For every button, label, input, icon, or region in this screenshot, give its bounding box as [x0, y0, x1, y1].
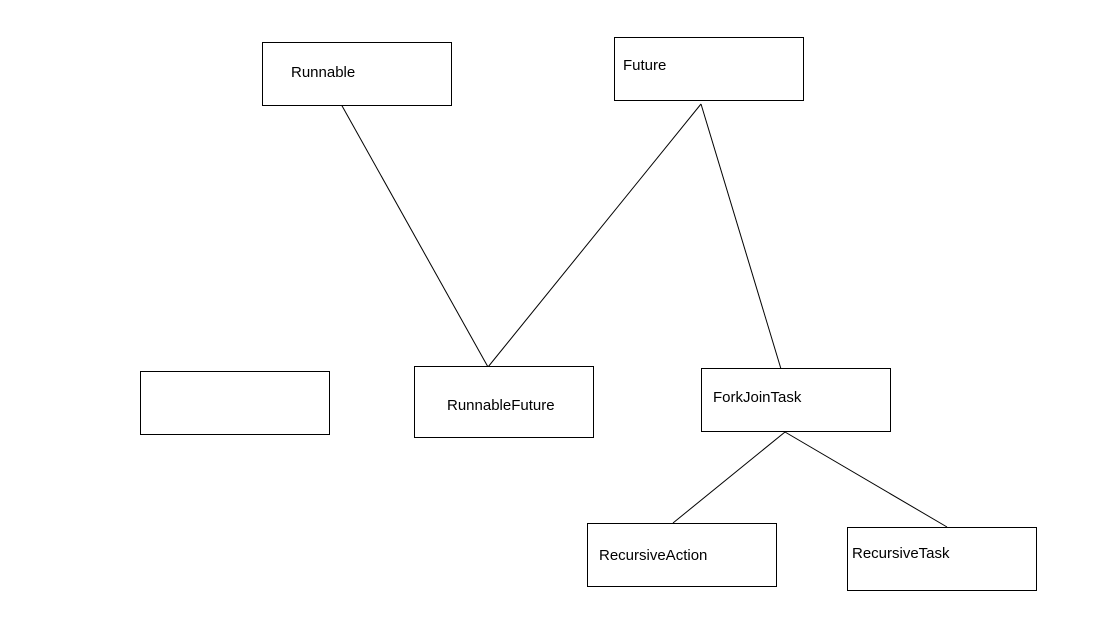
node-runnable: Runnable — [262, 42, 452, 106]
node-runnablefuture: RunnableFuture — [414, 366, 594, 438]
node-empty — [140, 371, 330, 435]
edge-forkjointask-to-recursiveaction — [672, 431, 786, 524]
node-recursiveaction-label: RecursiveAction — [599, 547, 708, 564]
node-recursiveaction: RecursiveAction — [587, 523, 777, 587]
edge-forkjointask-to-recursivetask — [784, 431, 948, 528]
edge-future-to-runnablefuture — [487, 103, 702, 368]
node-runnablefuture-label: RunnableFuture — [447, 397, 555, 414]
node-future-label: Future — [623, 57, 667, 74]
node-forkjointask-label: ForkJoinTask — [713, 389, 802, 406]
node-recursivetask: RecursiveTask — [847, 527, 1037, 591]
node-runnable-label: Runnable — [291, 64, 356, 81]
node-recursivetask-label: RecursiveTask — [852, 545, 950, 562]
node-forkjointask: ForkJoinTask — [701, 368, 891, 432]
edge-runnable-to-runnablefuture — [340, 103, 489, 368]
edge-future-to-forkjointask — [700, 103, 782, 370]
node-future: Future — [614, 37, 804, 101]
